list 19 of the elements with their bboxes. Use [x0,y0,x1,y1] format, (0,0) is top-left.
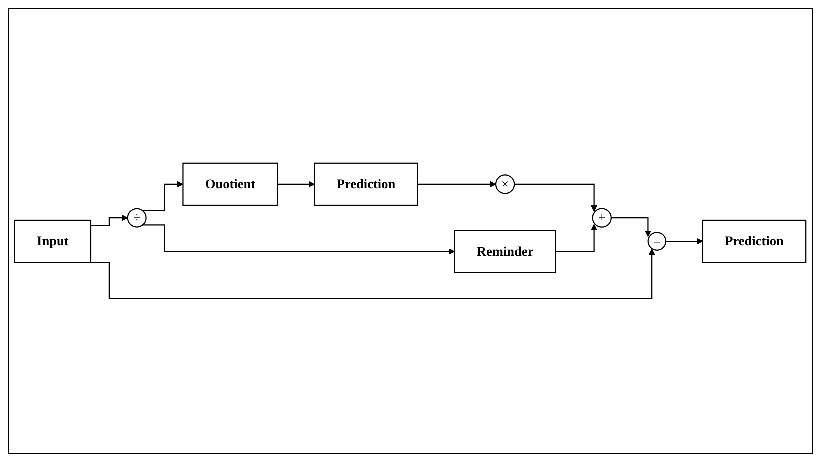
arrow [556,224,598,252]
node-box [182,162,278,206]
node-circle [127,208,147,228]
arrow [666,238,704,245]
arrow [142,224,456,255]
arrow [611,218,652,238]
node-circle [648,232,667,251]
diagram-frame: Input ÷ Ouotient Prediction Reminder × + – Prediction [8,8,813,454]
node-box [702,220,807,264]
arrow [278,181,315,188]
arrow [142,181,184,212]
node-box [454,230,556,274]
node-box [14,220,92,264]
arrow [514,184,598,212]
node-circle [592,208,612,228]
arrow [418,181,496,188]
arrow [91,214,128,226]
node-circle [495,174,516,194]
node-box [314,162,418,206]
